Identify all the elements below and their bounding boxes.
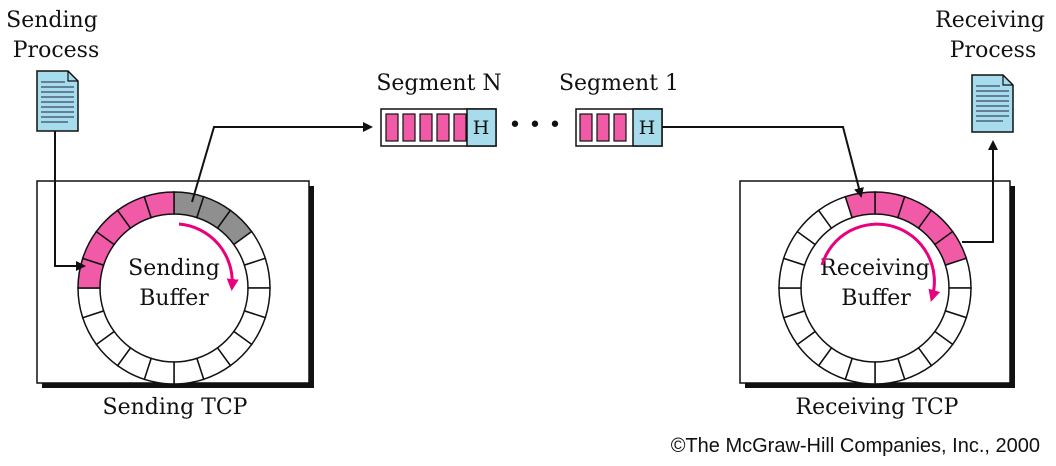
arrow-receive-buffer-to-process <box>962 140 998 243</box>
receiving-buffer-ring <box>778 191 972 385</box>
ellipsis: • • • <box>509 113 562 138</box>
segment-1: Segment 1 H <box>559 71 679 147</box>
segment-n-header-label: H <box>473 117 490 139</box>
segment-1-title: Segment 1 <box>559 71 679 96</box>
receiving-buffer-label-line2: Buffer <box>841 286 911 311</box>
receiving-document-icon <box>971 74 1014 133</box>
receiving-tcp-label: Receiving TCP <box>796 395 959 420</box>
segment-n-data-cell <box>453 113 467 142</box>
segment-1-data-cell <box>596 113 610 142</box>
receiving-process-label-line1: Receiving <box>935 8 1045 33</box>
segment-1-data-cell <box>579 113 593 142</box>
sending-buffer-slot <box>143 191 175 219</box>
segment-1-header-label: H <box>639 117 656 139</box>
segment-n-header <box>466 108 497 147</box>
receiving-direction-arrow <box>820 222 941 302</box>
sending-direction-arrow <box>178 222 239 291</box>
segment-n-data-cell <box>385 113 399 142</box>
receiving-tcp-box: Receiving Buffer <box>739 180 1015 388</box>
arrow-segment-1-to-receive-buffer <box>662 126 864 198</box>
copyright-text: ©The McGraw-Hill Companies, Inc., 2000 <box>671 435 1040 457</box>
sending-process-label-line2: Process <box>13 38 100 63</box>
segment-n-data-cell <box>419 113 433 142</box>
segment-n-data-cells <box>385 113 467 142</box>
segment-n-title: Segment N <box>376 71 501 96</box>
segment-1-data-cells <box>579 113 627 142</box>
sending-buffer-label-line2: Buffer <box>139 286 209 311</box>
sending-tcp-label: Sending TCP <box>103 395 248 420</box>
receiving-process-label-line2: Process <box>950 38 1037 63</box>
sending-buffer-label-line1: Sending <box>128 256 220 281</box>
sending-document-icon <box>36 70 79 132</box>
sending-process: Sending Process <box>6 8 100 132</box>
segment-n: Segment N H <box>376 71 502 147</box>
sending-buffer-ring <box>77 191 271 385</box>
receiving-buffer-label-line1: Receiving <box>820 256 930 281</box>
segment-n-data-cell <box>402 113 416 142</box>
sending-process-label-line1: Sending <box>6 8 98 33</box>
segment-n-data-cell <box>436 113 450 142</box>
receiving-process: Receiving Process <box>935 8 1045 133</box>
arrow-send-buffer-to-segment-n <box>191 122 373 203</box>
segment-1-data-cell <box>613 113 627 142</box>
sending-tcp-box: Sending Buffer <box>36 180 314 388</box>
arrow-process-to-send-buffer <box>54 131 86 271</box>
